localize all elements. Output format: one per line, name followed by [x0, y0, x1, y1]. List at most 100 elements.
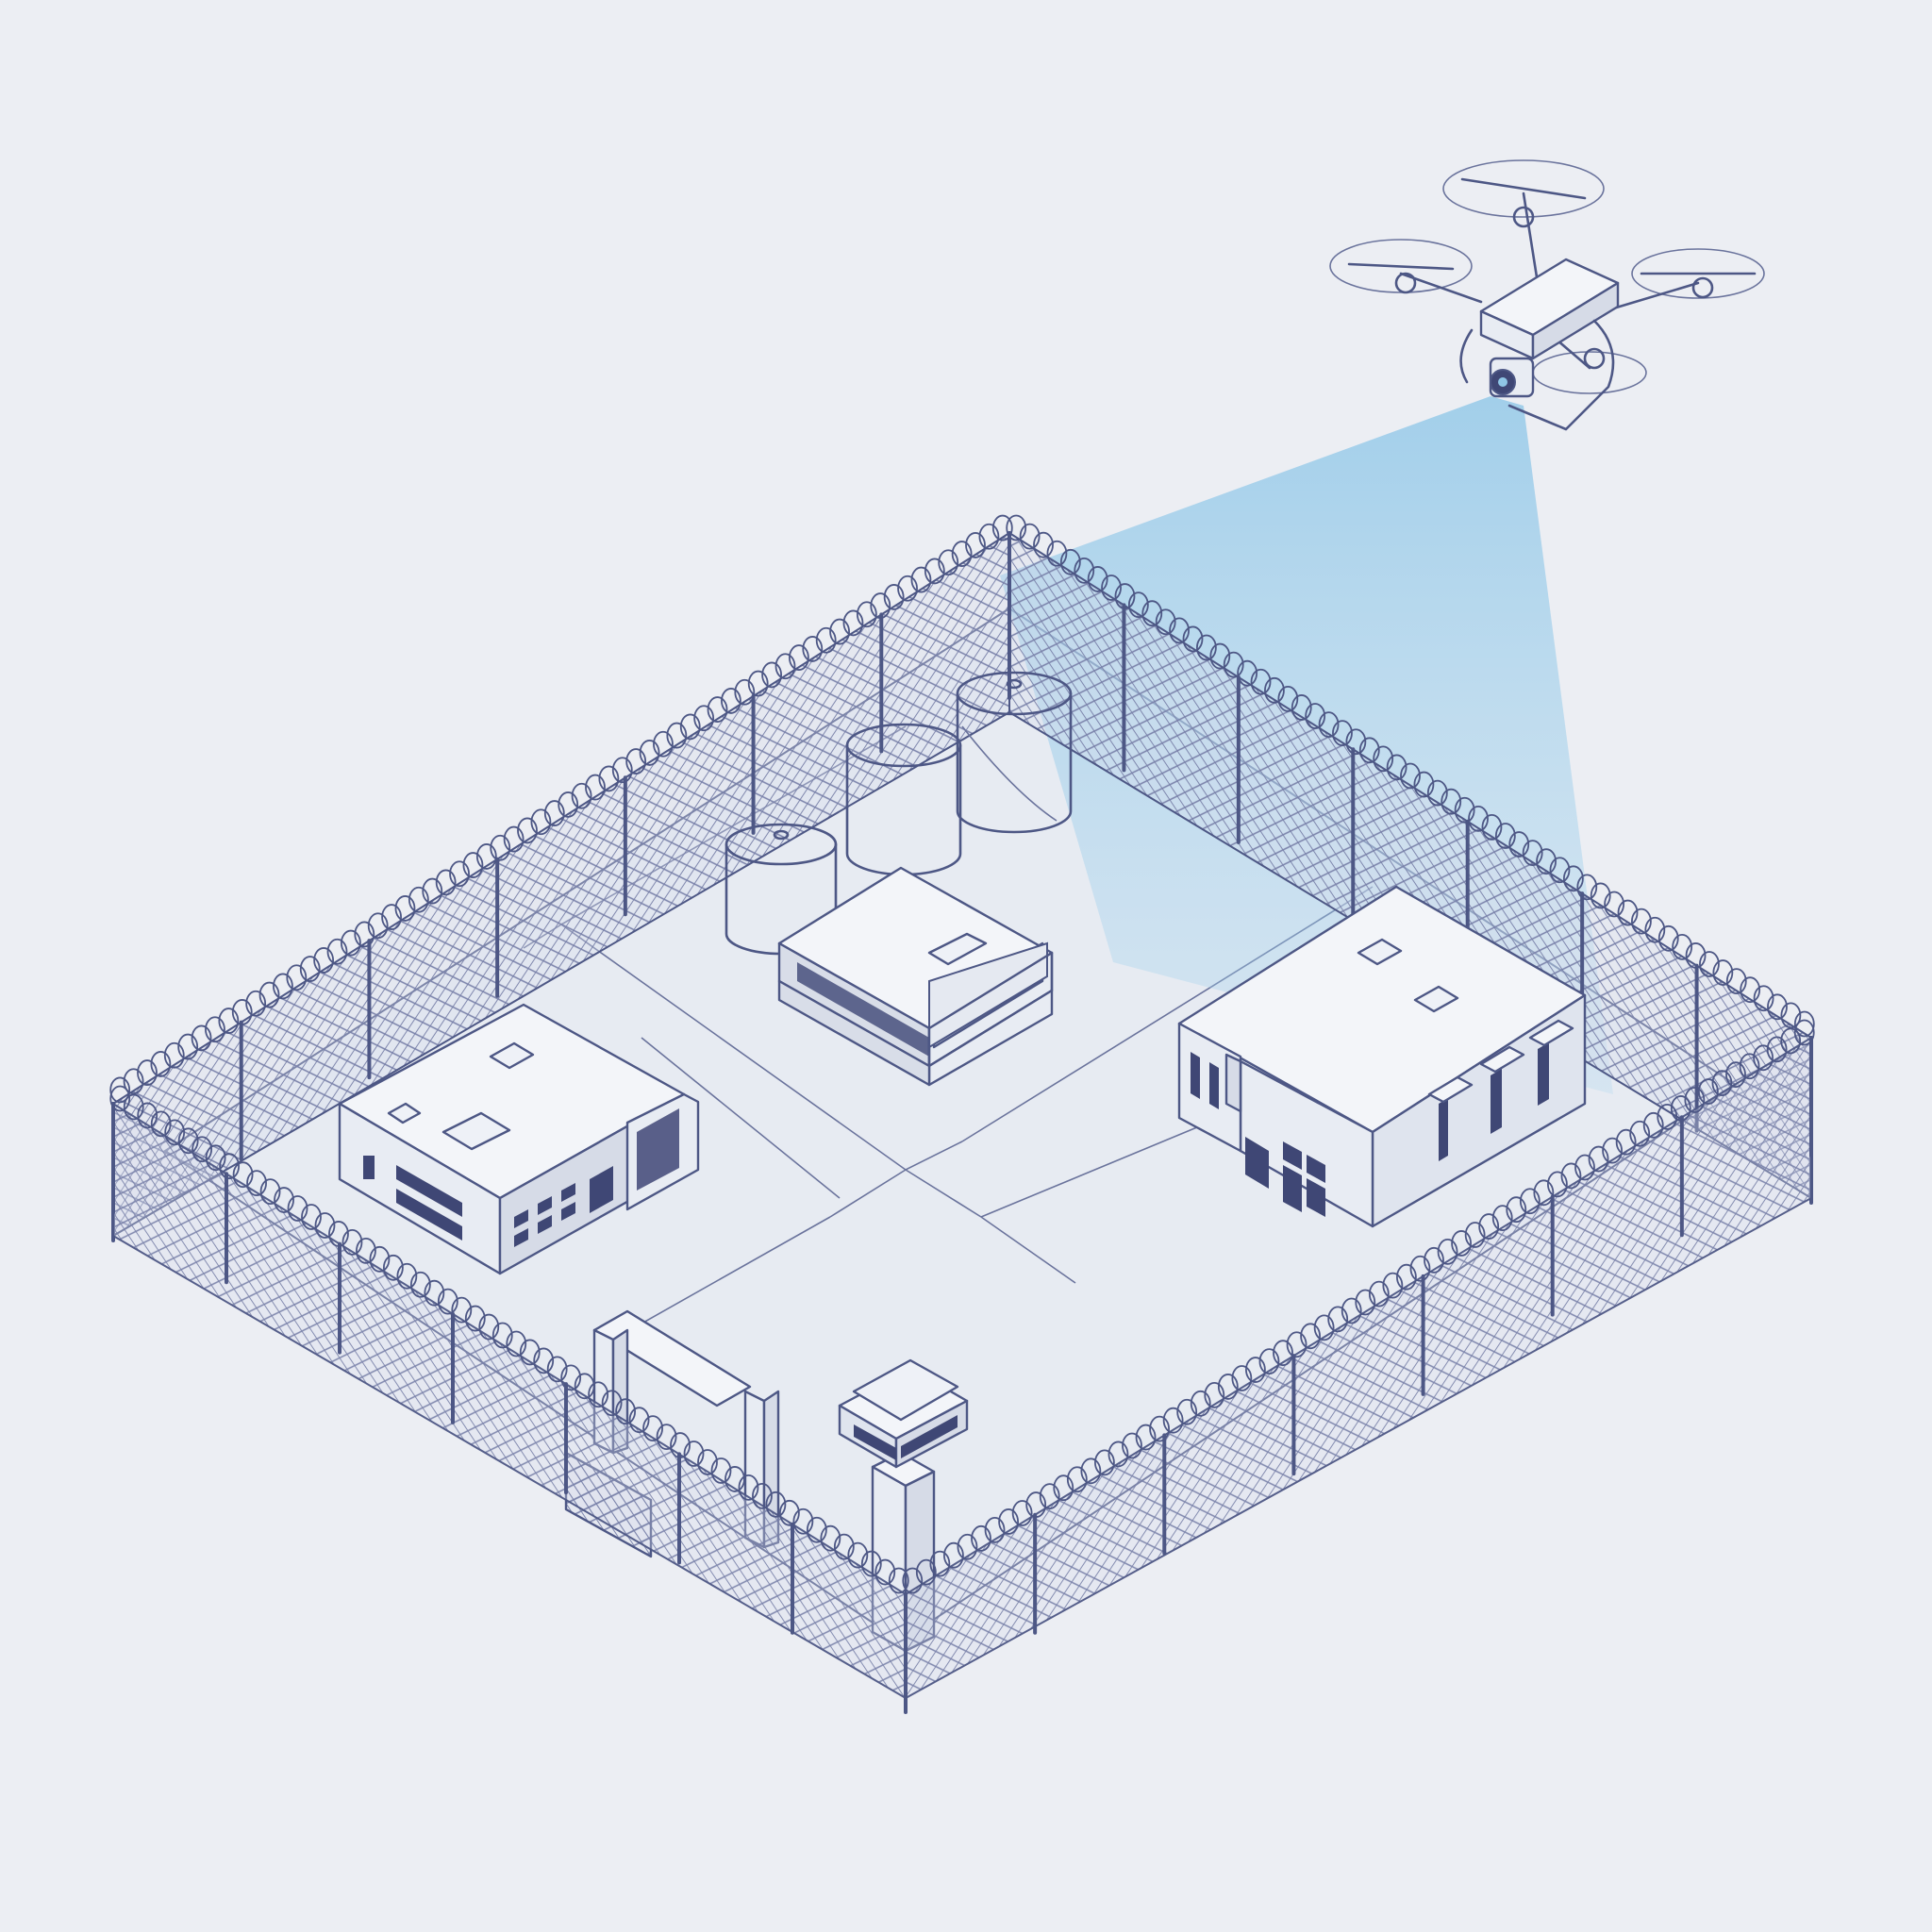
razor-wire-coil — [625, 748, 647, 774]
razor-wire-coil — [519, 1339, 541, 1366]
razor-wire-coil — [1644, 916, 1666, 943]
razor-wire-coil — [1424, 1246, 1444, 1274]
razor-wire-coil — [382, 1254, 404, 1281]
razor-wire-coil — [369, 1245, 391, 1273]
razor-wire-coil — [1217, 1374, 1239, 1400]
razor-wire-coil — [1590, 882, 1611, 909]
razor-wire-coil — [1698, 1078, 1719, 1105]
razor-wire-coil — [611, 757, 633, 784]
razor-wire-coil — [1574, 1154, 1595, 1181]
razor-wire-coil — [778, 1499, 800, 1526]
razor-wire-coil — [1478, 1213, 1500, 1240]
razor-wire-coil — [598, 765, 620, 792]
razor-wire-coil — [137, 1102, 158, 1129]
razor-wire-coil — [1629, 1120, 1651, 1147]
razor-wire-coil — [1409, 1255, 1431, 1282]
razor-wire-coil — [164, 1119, 186, 1146]
razor-wire-coil — [938, 549, 959, 576]
razor-wire-coil — [792, 1507, 814, 1535]
razor-wire-coil — [232, 1161, 254, 1189]
razor-wire-coil — [394, 895, 416, 922]
razor-wire-coil — [1657, 1103, 1678, 1130]
razor-wire-coil — [340, 929, 361, 957]
razor-wire-coil — [1182, 625, 1204, 653]
razor-wire-coil — [888, 1567, 909, 1594]
razor-wire-coil — [1508, 831, 1530, 858]
razor-wire-coil — [1396, 1263, 1417, 1291]
razor-wire-coil — [191, 1024, 212, 1052]
razor-wire-coil — [1122, 1432, 1142, 1459]
razor-wire-coil — [957, 1533, 978, 1560]
razor-wire-coil — [978, 523, 1000, 550]
razor-wire-coil — [1204, 1381, 1225, 1408]
razor-wire-coil — [1642, 1111, 1664, 1139]
razor-wire-coil — [301, 1204, 322, 1230]
razor-wire-coil — [628, 1407, 650, 1434]
razor-wire-coil — [721, 688, 741, 714]
razor-wire-coil — [273, 973, 293, 1000]
razor-wire-coil — [1358, 737, 1380, 764]
razor-wire-coil — [314, 1212, 336, 1239]
razor-wire-coil — [815, 626, 837, 654]
razor-wire-coil — [437, 1288, 458, 1315]
razor-wire-coil — [475, 843, 497, 870]
razor-wire-coil — [558, 791, 579, 818]
razor-wire-coil — [1155, 608, 1176, 636]
razor-wire-coil — [984, 1516, 1006, 1543]
razor-wire-coil — [971, 1524, 991, 1552]
razor-wire-coil — [1506, 1196, 1527, 1224]
razor-wire-coil — [231, 999, 253, 1025]
razor-wire-coil — [1711, 1070, 1733, 1097]
razor-wire-coil — [856, 601, 877, 628]
razor-wire-coil — [1011, 1500, 1033, 1526]
razor-wire-coil — [354, 921, 375, 948]
razor-wire-coil — [1386, 754, 1407, 781]
razor-wire-coil — [1685, 942, 1707, 969]
razor-wire-coil — [530, 808, 552, 836]
razor-wire-coil — [163, 1041, 185, 1069]
razor-wire-coil — [546, 1356, 568, 1383]
razor-wire-coil — [774, 653, 796, 680]
razor-wire-coil — [965, 532, 986, 558]
razor-wire-coil — [1373, 745, 1394, 773]
razor-wire-coil — [1006, 514, 1027, 541]
razor-wire-coil — [679, 713, 701, 741]
building-left-office — [338, 1003, 700, 1275]
razor-wire-coil — [1793, 1010, 1815, 1038]
razor-wire-coil — [724, 1466, 745, 1492]
razor-wire-coil — [219, 1153, 241, 1180]
razor-wire-coil — [1753, 1044, 1774, 1072]
razor-wire-coil — [1059, 548, 1081, 575]
razor-wire-coil — [1780, 1002, 1802, 1029]
razor-wire-coil — [924, 558, 945, 585]
razor-wire-coil — [1176, 1398, 1198, 1425]
razor-wire-coil — [1190, 1390, 1211, 1417]
razor-wire-coil — [1355, 1289, 1376, 1316]
razor-wire-coil — [1588, 1145, 1609, 1173]
razor-wire-coil — [943, 1541, 964, 1569]
razor-wire-coil — [1631, 908, 1652, 935]
razor-wire-coil — [998, 1508, 1019, 1535]
razor-wire-coil — [259, 1178, 281, 1206]
razor-wire-coil — [697, 1449, 718, 1475]
razor-wire-coil — [897, 575, 918, 602]
razor-wire-coil — [1400, 762, 1421, 790]
razor-wire-coil — [1162, 1407, 1184, 1434]
razor-wire-coil — [1149, 1415, 1170, 1442]
razor-wire-coil — [1101, 575, 1122, 601]
razor-wire-coil — [123, 1093, 144, 1121]
razor-wire-coil — [1074, 557, 1095, 584]
razor-wire-coil — [1209, 642, 1231, 670]
razor-wire-coil — [1604, 891, 1625, 918]
razor-wire-coil — [829, 618, 850, 645]
razor-wire-coil — [1766, 1036, 1788, 1063]
razor-wire-coil — [1491, 1205, 1513, 1232]
razor-wire-coil — [503, 825, 525, 853]
razor-wire-coil — [1345, 728, 1367, 756]
razor-wire-coil — [1576, 874, 1598, 901]
razor-wire-coil — [842, 609, 864, 637]
razor-wire-coil — [951, 541, 973, 567]
razor-wire-coil — [1114, 583, 1136, 609]
razor-wire-coil — [1237, 659, 1258, 687]
razor-wire-coil — [833, 1533, 855, 1560]
